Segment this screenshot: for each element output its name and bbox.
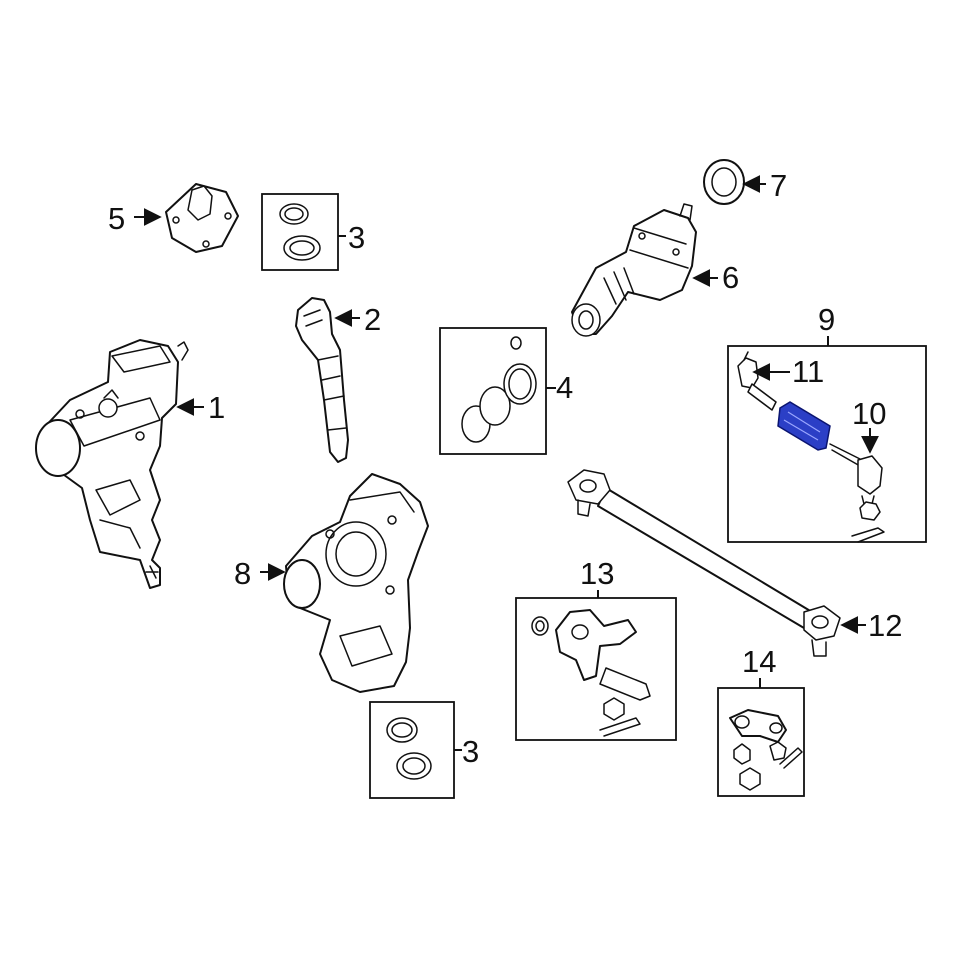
o-ring-part-3-bottom[interactable] [386, 717, 432, 780]
callout-10: 10 [852, 396, 886, 431]
tie-rod-end-part-10[interactable] [851, 455, 885, 543]
tie-rod-end-part-11[interactable] [737, 351, 777, 411]
callout-4: 4 [556, 370, 573, 405]
seal-kit-box-4 [439, 327, 547, 455]
steering-gear-assembly-part-1[interactable] [35, 339, 189, 589]
callout-12: 12 [868, 608, 902, 643]
callout-8: 8 [234, 556, 251, 591]
seal-ring-part-7[interactable] [703, 159, 745, 205]
tie-rod-thread [829, 443, 863, 467]
idler-arm-kit-box-14 [717, 687, 805, 797]
callout-3-bottom: 3 [462, 734, 479, 769]
housing-cover-part-5[interactable] [165, 183, 239, 253]
steering-gear-housing-part-8[interactable] [283, 473, 429, 693]
callout-7: 7 [770, 168, 787, 203]
callout-9: 9 [818, 302, 835, 337]
callout-5: 5 [108, 201, 125, 236]
callout-13: 13 [580, 556, 614, 591]
idler-arm-kit-part-14[interactable] [729, 709, 803, 791]
callout-1: 1 [208, 390, 225, 425]
callout-6: 6 [722, 260, 739, 295]
callout-3-top: 3 [348, 220, 365, 255]
seal-kit-box-top [261, 193, 339, 271]
callout-2: 2 [364, 302, 381, 337]
o-ring-part-3-top[interactable] [279, 203, 321, 261]
callout-14: 14 [742, 644, 776, 679]
pitman-arm-kit-part-13[interactable] [531, 609, 651, 737]
drag-link-part-12[interactable] [567, 469, 841, 657]
callout-11: 11 [792, 354, 824, 389]
seal-kit-box-bottom [369, 701, 455, 799]
steering-column-part-6[interactable] [571, 203, 697, 337]
tie-rod-assembly-box-9 [727, 345, 927, 543]
sector-shaft-part-2[interactable] [295, 297, 349, 463]
pitman-arm-kit-box-13 [515, 597, 677, 741]
o-ring-set-part-4[interactable] [461, 336, 537, 443]
tie-rod-adjusting-sleeve-highlighted[interactable] [777, 401, 831, 451]
